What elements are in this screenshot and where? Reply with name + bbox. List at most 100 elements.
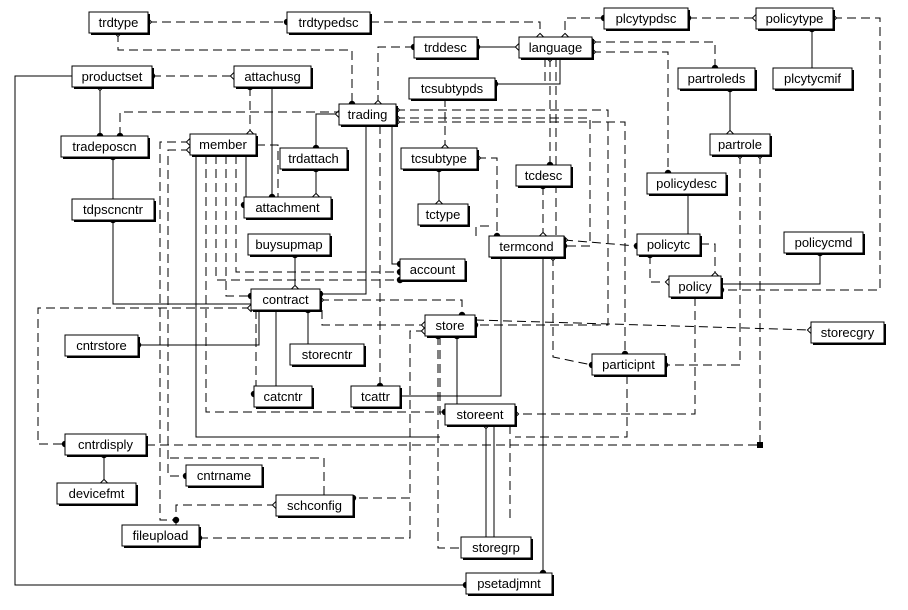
entity-storeent[interactable]: storeent <box>444 403 517 427</box>
entity-box <box>488 235 565 258</box>
entity-catcntr[interactable]: catcntr <box>253 385 314 409</box>
entity-label: trading <box>348 107 388 122</box>
entity-label: tcsubtype <box>411 151 467 166</box>
entity-schconfig[interactable]: schconfig <box>275 494 355 518</box>
entity-box <box>88 11 149 34</box>
relationship <box>99 451 109 488</box>
entity-partrole[interactable]: partrole <box>709 133 772 157</box>
relationship <box>400 257 502 397</box>
entity-tdpscncntr[interactable]: tdpscncntr <box>71 198 156 222</box>
entity-box <box>424 314 476 337</box>
entity-box <box>417 203 469 226</box>
relationship-line <box>592 51 669 173</box>
entity-box <box>233 65 312 88</box>
entity-label: tradeposcn <box>72 139 136 154</box>
entity-tradeposcn[interactable]: tradeposcn <box>60 135 150 159</box>
relationship <box>175 500 281 525</box>
entity-label: tcdesc <box>525 168 563 183</box>
entity-policy[interactable]: policy <box>668 275 723 299</box>
entity-member[interactable]: member <box>189 133 258 157</box>
relationship-line <box>396 117 591 247</box>
entity-storecntr[interactable]: storecntr <box>289 343 366 367</box>
entity-label: trdtype <box>99 15 139 30</box>
entity-label: storecntr <box>302 347 353 362</box>
entity-plcytypdsc[interactable]: plcytypdsc <box>603 7 690 31</box>
entity-psetadjmnt[interactable]: psetadjmnt <box>465 572 554 596</box>
relationship <box>539 257 547 577</box>
relationship-line <box>315 113 339 148</box>
entity-box <box>772 67 853 90</box>
entity-termcond[interactable]: termcond <box>488 235 566 259</box>
relationship-line <box>477 157 498 236</box>
entity-label: attachment <box>255 200 320 215</box>
entity-label: plcytycmif <box>784 71 841 86</box>
relationship <box>95 82 105 140</box>
entity-language[interactable]: language <box>518 36 594 60</box>
entity-trdtypedsc[interactable]: trdtypedsc <box>286 11 372 35</box>
entity-buysupmap[interactable]: buysupmap <box>247 233 332 257</box>
entity-policytc[interactable]: policytc <box>636 233 702 257</box>
entity-policytype[interactable]: policytype <box>755 7 835 31</box>
entity-trdtype[interactable]: trdtype <box>88 11 150 35</box>
entity-participnt[interactable]: participnt <box>591 353 667 377</box>
entity-label: storegrp <box>472 540 520 555</box>
entity-box <box>810 321 885 344</box>
relationship-line <box>119 111 339 136</box>
relationship <box>311 165 321 202</box>
entity-partroleds[interactable]: partroleds <box>677 67 757 91</box>
entity-label: storecgry <box>821 325 875 340</box>
relationship-line <box>370 21 541 37</box>
entity-cntrname[interactable]: cntrname <box>185 464 264 488</box>
entity-fileupload[interactable]: fileupload <box>121 524 201 548</box>
entity-cntrdisply[interactable]: cntrdisply <box>64 433 148 457</box>
entity-tcdesc[interactable]: tcdesc <box>515 164 573 188</box>
entity-devicefmt[interactable]: devicefmt <box>56 482 138 506</box>
entity-label: cntrname <box>197 468 251 483</box>
relationship <box>195 155 440 438</box>
entity-plcytycmif[interactable]: plcytycmif <box>772 67 854 91</box>
relationship-line <box>391 125 400 265</box>
entity-attachment[interactable]: attachment <box>243 196 333 220</box>
relationship-line <box>396 121 626 354</box>
relationship-line <box>159 141 190 521</box>
relationship <box>148 71 239 81</box>
entity-label: storeent <box>457 407 504 422</box>
entity-storegrp[interactable]: storegrp <box>460 536 533 560</box>
relationship <box>225 155 255 300</box>
entity-label: plcytypdsc <box>616 11 677 26</box>
relationship-line <box>400 257 502 397</box>
entity-box <box>603 7 689 30</box>
entity-box <box>56 482 137 505</box>
entity-box <box>275 494 354 517</box>
entity-tctype[interactable]: tctype <box>417 203 470 227</box>
entity-box <box>460 536 532 559</box>
entity-policydesc[interactable]: policydesc <box>646 172 728 196</box>
entity-trading[interactable]: trading <box>338 103 398 127</box>
entity-label: cntrdisply <box>78 437 133 452</box>
entity-productset[interactable]: productset <box>71 65 154 89</box>
relationship <box>481 420 491 537</box>
relationship <box>321 310 430 330</box>
relationship <box>205 155 449 416</box>
relationship-line <box>665 155 741 366</box>
entity-attachusg[interactable]: attachusg <box>233 65 313 89</box>
entity-cntrstore[interactable]: cntrstore <box>64 334 140 358</box>
entity-label: psetadjmnt <box>477 576 541 591</box>
relationship <box>109 153 117 199</box>
entity-contract[interactable]: contract <box>250 288 322 312</box>
entity-storecgry[interactable]: storecgry <box>810 321 886 345</box>
entity-policycmd[interactable]: policycmd <box>783 231 865 255</box>
entity-box <box>250 288 321 311</box>
entity-store[interactable]: store <box>424 314 477 338</box>
entity-tcsubtypds[interactable]: tcsubtypds <box>408 77 497 101</box>
entity-trddesc[interactable]: trddesc <box>413 36 479 60</box>
entity-box <box>444 403 516 426</box>
entity-account[interactable]: account <box>399 258 467 282</box>
entity-tcattr[interactable]: tcattr <box>350 385 402 409</box>
relationship <box>587 37 719 72</box>
entity-tcsubtype[interactable]: tcsubtype <box>400 147 479 171</box>
relationship-line <box>235 155 400 273</box>
entity-label: store <box>436 318 465 333</box>
entity-box <box>286 11 371 34</box>
entity-trdattach[interactable]: trdattach <box>279 147 349 171</box>
